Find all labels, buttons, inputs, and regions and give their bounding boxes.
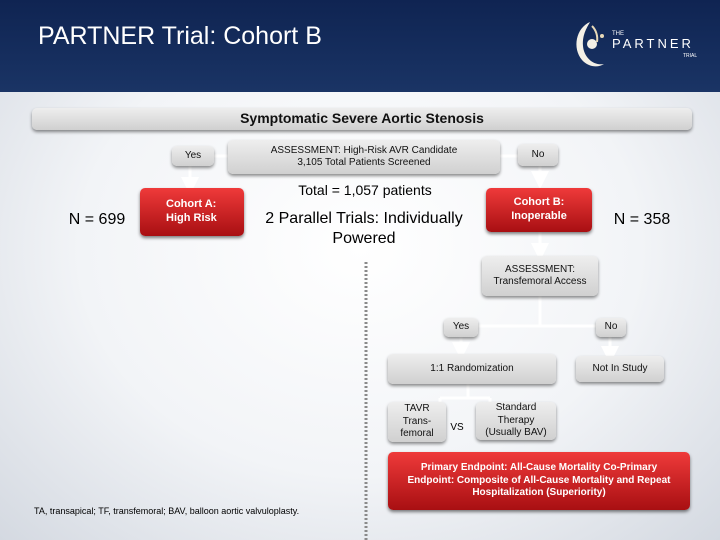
assessment2-box: ASSESSMENT: Transfemoral Access	[482, 256, 598, 296]
partner-trial-logo-icon: THE PARTNER TRIAL	[576, 22, 697, 67]
not-in-study-box: Not In Study	[576, 356, 664, 382]
vs-label: VS	[450, 421, 464, 433]
cohort-b-box: Cohort B: Inoperable	[486, 188, 592, 232]
yes1-label: Yes	[184, 149, 202, 161]
footnote-text: TA, transapical; TF, transfemoral; BAV, …	[34, 504, 354, 520]
cohort-b-label: Cohort B: Inoperable	[511, 196, 567, 222]
assessment2-label: ASSESSMENT: Transfemoral Access	[493, 263, 587, 288]
standard-therapy-label: Standard Therapy (Usually BAV)	[485, 402, 547, 439]
tavr-label: TAVR Trans-femoral	[400, 403, 434, 440]
yes2-box: Yes	[444, 318, 478, 337]
cohort-a-box: Cohort A: High Risk	[140, 188, 244, 236]
root-box: Symptomatic Severe Aortic Stenosis	[32, 108, 692, 130]
vs-text: VS	[450, 414, 464, 442]
standard-therapy-box: Standard Therapy (Usually BAV)	[476, 402, 556, 440]
slide-title: PARTNER Trial: Cohort B	[38, 22, 322, 50]
n-b-label: N = 358	[613, 211, 671, 228]
randomization-label: 1:1 Randomization	[430, 362, 514, 374]
no2-label: No	[604, 321, 618, 333]
logo-emblem-icon	[576, 22, 604, 67]
n-b-text: N = 358	[600, 208, 684, 232]
n-a-text: N = 699	[52, 208, 142, 232]
footnote-label: TA, transapical; TF, transfemoral; BAV, …	[34, 506, 300, 517]
assessment1-box: ASSESSMENT: High-Risk AVR Candidate 3,10…	[228, 140, 500, 174]
total-text: Total = 1,057 patients	[260, 180, 470, 202]
total-label: Total = 1,057 patients	[298, 182, 432, 199]
endpoint-label: Primary Endpoint: All-Cause Mortality Co…	[407, 462, 671, 499]
no2-box: No	[596, 318, 626, 337]
n-a-label: N = 699	[68, 211, 126, 228]
logo-small-text: THE	[612, 31, 624, 37]
endpoint-box: Primary Endpoint: All-Cause Mortality Co…	[388, 452, 690, 510]
no1-label: No	[531, 148, 545, 160]
logo-sub-text: TRIAL	[683, 53, 697, 59]
no1-box: No	[518, 144, 558, 166]
root-label: Symptomatic Severe Aortic Stenosis	[240, 110, 484, 127]
assessment1-label: ASSESSMENT: High-Risk AVR Candidate 3,10…	[270, 144, 458, 169]
slide-header: PARTNER Trial: Cohort B THE PARTNER TRIA…	[0, 0, 720, 92]
yes1-box: Yes	[172, 146, 214, 166]
logo-main-text: PARTNER	[612, 36, 694, 51]
randomization-box: 1:1 Randomization	[388, 354, 556, 384]
tavr-box: TAVR Trans-femoral	[388, 402, 446, 442]
not-in-study-label: Not In Study	[592, 362, 648, 374]
yes2-label: Yes	[452, 321, 470, 333]
parallel-label: 2 Parallel Trials: Individually Powered	[265, 210, 463, 247]
parallel-text: 2 Parallel Trials: Individually Powered	[262, 206, 466, 252]
cohort-a-label: Cohort A: High Risk	[166, 198, 217, 224]
